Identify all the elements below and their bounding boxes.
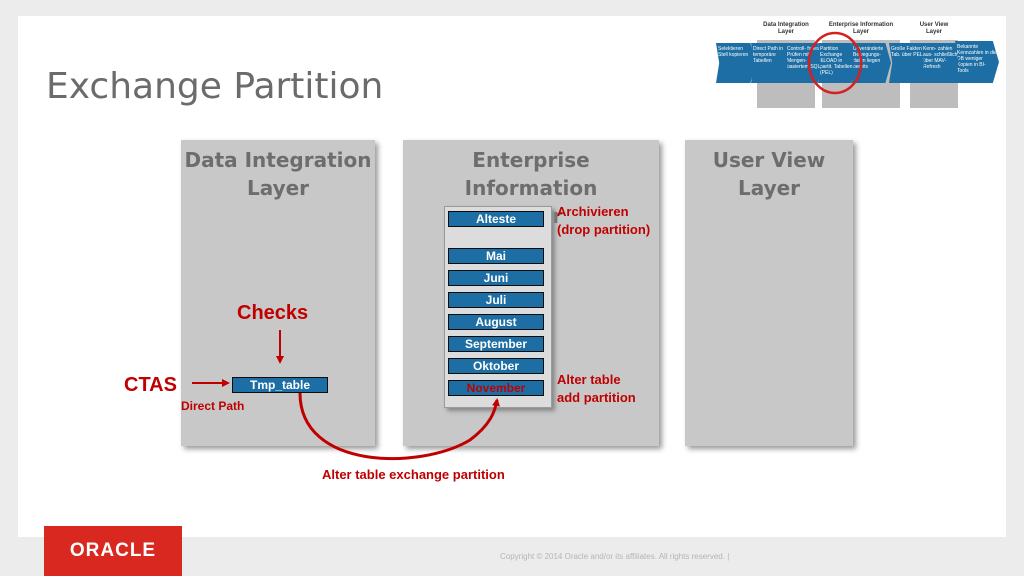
- partition-oktober: Oktober: [448, 358, 544, 374]
- checks-label: Checks: [237, 302, 309, 324]
- ctas-label: CTAS: [124, 374, 177, 396]
- thumb-step: Direct Path in temporäre Tabellen: [751, 43, 791, 83]
- panel-title-line: Layer: [737, 176, 801, 200]
- thumb-step: Kenn- zahlen aus- schließlich über MAV- …: [921, 43, 961, 83]
- thumb-step: Partition Exchange &LOAD in partit. Tabe…: [818, 43, 856, 83]
- partition-mai: Mai: [448, 248, 544, 264]
- alter-table-label: Alter table: [557, 372, 621, 387]
- partition-juli: Juli: [448, 292, 544, 308]
- panel-title-line: Layer: [246, 176, 310, 200]
- oracle-logo: ORACLE: [44, 526, 182, 576]
- partition-alteste: Alteste: [448, 211, 544, 227]
- thumb-highlight-circle: [807, 31, 863, 95]
- panel-title-line: Enterprise Information: [464, 148, 598, 200]
- panel-title: User View Layer: [685, 146, 853, 202]
- exchange-partition-label: Alter table exchange partition: [322, 467, 505, 482]
- add-partition-label: add partition: [557, 390, 636, 405]
- panel-title: Data Integration Layer: [181, 146, 375, 202]
- copyright-text: Copyright © 2014 Oracle and/or its affil…: [500, 552, 730, 561]
- partition-august: August: [448, 314, 544, 330]
- thumb-step: Controll- freies Prüfen mit Mengen- basi…: [785, 43, 823, 83]
- tmp-table: Tmp_table: [232, 377, 328, 393]
- partition-september: September: [448, 336, 544, 352]
- slide-title: Exchange Partition: [46, 66, 384, 107]
- panel-user-view: User View Layer: [685, 140, 853, 446]
- panel-data-integration: Data Integration Layer: [181, 140, 375, 446]
- direct-path-label: Direct Path: [181, 399, 245, 413]
- partition-juni: Juni: [448, 270, 544, 286]
- panel-title-line: Data Integration: [184, 148, 372, 172]
- thumb-layer-label: User View Layer: [919, 22, 949, 35]
- archive-label: Archivieren: [557, 204, 629, 219]
- thumb-layer-label: Data Integration Layer: [763, 22, 809, 35]
- thumb-layer-label: Enterprise Information Layer: [828, 22, 894, 35]
- exchange-arrow: [298, 392, 500, 461]
- drop-partition-label: (drop partition): [557, 222, 651, 237]
- thumb-step: Bekannte Kennzahlen in die DB weniger Ko…: [955, 41, 999, 83]
- thumb-step: Selektieren Stell kopieren: [716, 43, 756, 83]
- partition-november: November: [448, 380, 544, 396]
- panel-title-line: User View: [712, 148, 826, 172]
